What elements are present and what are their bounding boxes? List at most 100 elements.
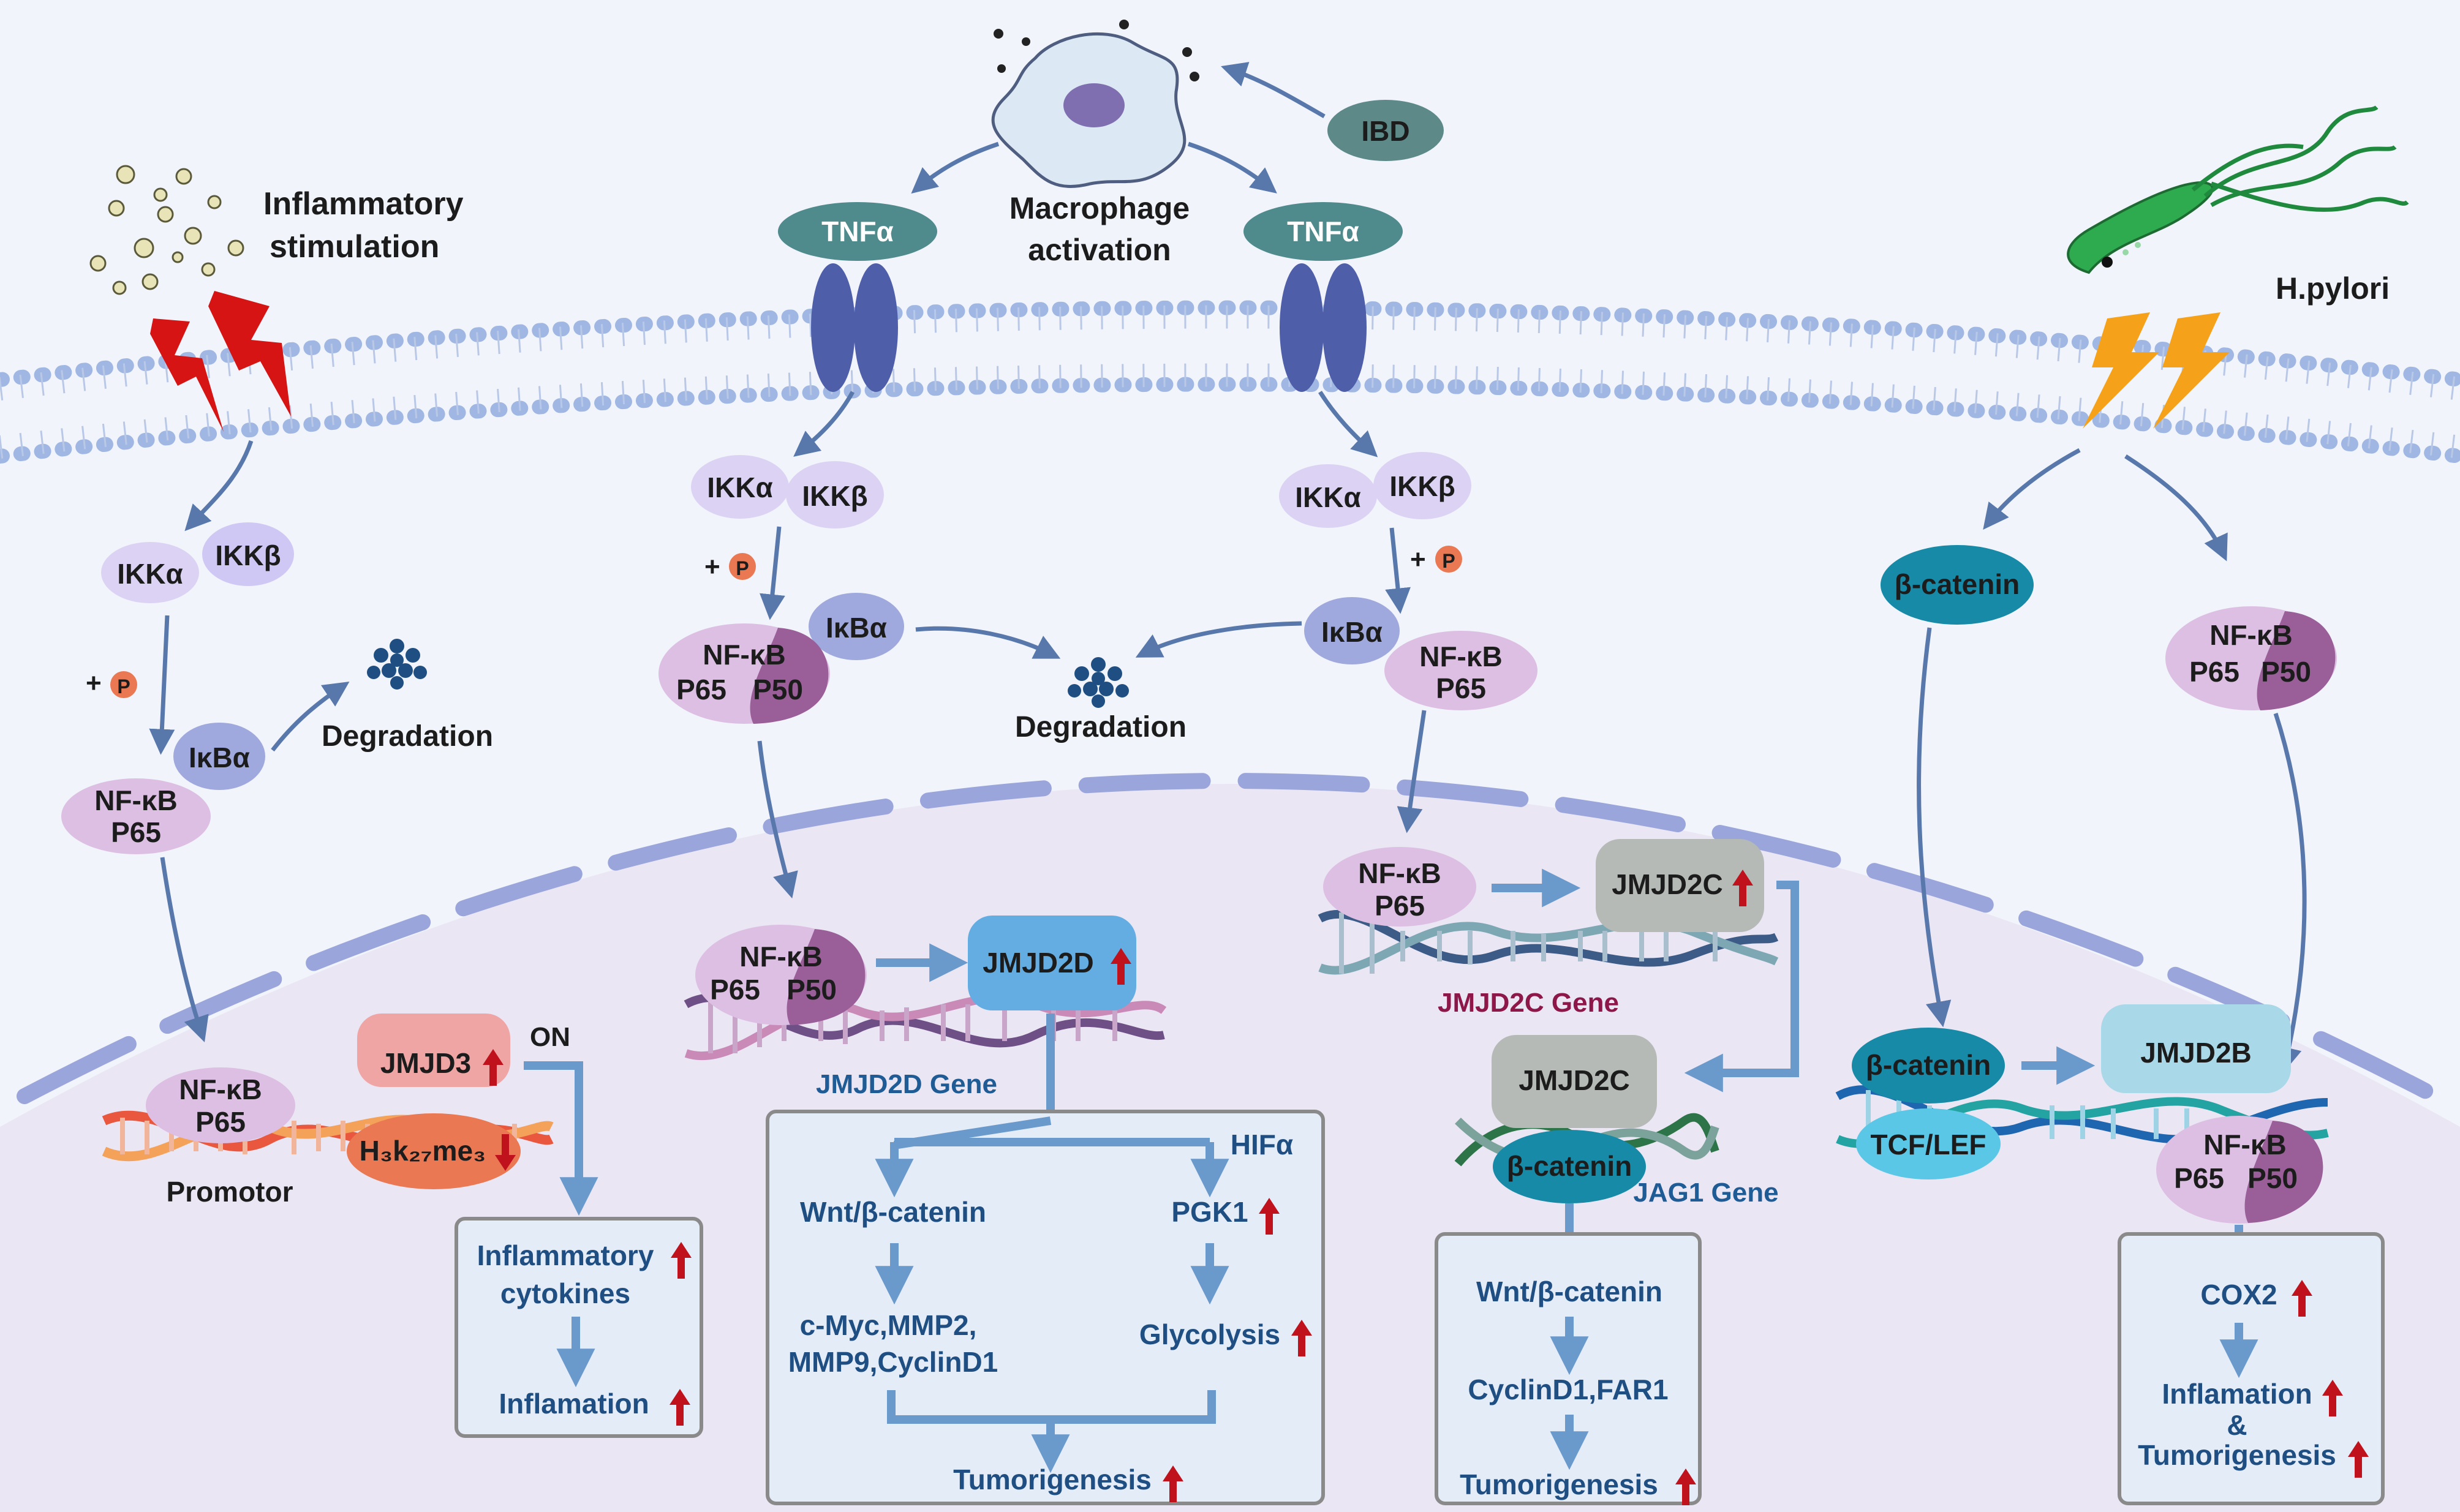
- ikkb-label-2: IKKβ: [802, 480, 867, 512]
- bcatenin-node-nucleus: [1852, 1028, 2005, 1104]
- p50-label-2: P50: [753, 674, 803, 705]
- jmjd2b-node: [2101, 1004, 2291, 1093]
- ikka-node-2: [691, 455, 789, 519]
- box3-cyclin: CyclinD1,FAR1: [1468, 1374, 1668, 1405]
- plus-1: +: [86, 668, 102, 698]
- jmjd2b-label: JMJD2B: [2140, 1037, 2252, 1069]
- phospho-label-1: P: [117, 675, 130, 698]
- jmjd3-node: [357, 1014, 510, 1087]
- nuclear-envelope: [17, 773, 2443, 1104]
- jmjd2d-gene-label: JMJD2D Gene: [816, 1069, 997, 1099]
- particles-icon: [89, 165, 244, 295]
- box2-wnt: Wnt/β-catenin: [800, 1196, 986, 1228]
- tnf-receptor-right: [1243, 202, 1403, 392]
- box3-tumor: Tumorigenesis: [1460, 1469, 1658, 1500]
- p65-label-4: P65: [2189, 656, 2239, 688]
- nfkb-node-1: [61, 778, 211, 854]
- p65-label-dna: P65: [710, 974, 760, 1006]
- p50-label-dna: P50: [787, 974, 837, 1006]
- lightning-red-icon: [150, 291, 291, 432]
- box4-amp: &: [2227, 1409, 2247, 1441]
- ibd-label: IBD: [1361, 115, 1409, 147]
- dna-jmjd2c: [1318, 909, 1779, 975]
- nfkb-label-promotor: NF-κB: [179, 1074, 262, 1105]
- jmjd2d-label: JMJD2D: [983, 947, 1094, 979]
- ikkb-node-2: [786, 461, 884, 528]
- phospho-node-3: [1435, 546, 1462, 573]
- nfkb-label-5: NF-κB: [2203, 1129, 2287, 1160]
- p65-label-2: P65: [676, 674, 726, 705]
- plus-3: +: [1410, 544, 1426, 574]
- nfkb-heterodimer-2: [658, 623, 830, 724]
- tcf-label: TCF/LEF: [1870, 1129, 1986, 1160]
- jmjd2c-node-2: [1492, 1035, 1657, 1128]
- nfkb-heterodimer-dna: [695, 925, 867, 1025]
- macrophage-label-1: Macrophage: [1009, 191, 1190, 225]
- ikkb-label-3: IKKβ: [1389, 470, 1455, 502]
- ikka-label-1: IKKα: [117, 558, 183, 590]
- box2-pgk1: PGK1: [1171, 1196, 1248, 1228]
- phospho-node-2: [729, 553, 756, 580]
- ikba-label-2: IκBα: [826, 612, 887, 644]
- tnf-label-right: TNFα: [1287, 216, 1359, 247]
- degradation-icon-2: [1068, 657, 1129, 708]
- p65-label-5: P65: [2174, 1162, 2224, 1194]
- box2-glycolysis: Glycolysis: [1139, 1318, 1280, 1350]
- h3k27-node: [347, 1113, 521, 1189]
- plus-2: +: [704, 552, 720, 582]
- p65-label-3: P65: [1436, 672, 1486, 704]
- box4-inflammation: Inflamation: [2162, 1378, 2312, 1410]
- hpylori-icon: [2067, 105, 2409, 274]
- box1-cytokines-1: Inflammatory: [477, 1239, 654, 1271]
- ikba-node-1: [173, 723, 265, 790]
- inflammatory-label-1: Inflammatory: [263, 186, 464, 222]
- p65-label-1: P65: [111, 816, 161, 848]
- tcf-node: [1856, 1108, 2001, 1179]
- nfkb-node-3: [1384, 631, 1538, 710]
- box2-hif: HIFα: [1231, 1129, 1293, 1160]
- nfkb-label-jmjd2c: NF-κB: [1358, 857, 1441, 889]
- ikka-label-2: IKKα: [707, 472, 773, 503]
- box1-cytokines-2: cytokines: [500, 1277, 630, 1309]
- nfkb-node-promotor: [146, 1067, 295, 1143]
- cell-membrane: [0, 300, 2460, 464]
- degradation-label-2: Degradation: [1015, 711, 1187, 743]
- jmjd2c-node: [1596, 839, 1764, 932]
- ikba-label-1: IκBα: [189, 742, 250, 773]
- promotor-label: Promotor: [167, 1176, 293, 1208]
- jmjd2c-gene-label: JMJD2C Gene: [1438, 988, 1619, 1018]
- nfkb-heterodimer-5: [2156, 1116, 2323, 1224]
- phospho-label-2: P: [736, 557, 749, 579]
- nfkb-node-jmjd2c: [1323, 847, 1476, 927]
- ikba-node-3: [1304, 597, 1400, 664]
- box4-tumor: Tumorigenesis: [2138, 1439, 2336, 1471]
- p65-label-promotor: P65: [195, 1106, 246, 1138]
- ikba-node-2: [809, 593, 904, 660]
- nfkb-label-3: NF-κB: [1419, 641, 1503, 672]
- nfkb-label-2: NF-κB: [703, 639, 786, 671]
- ikba-label-3: IκBα: [1321, 616, 1383, 648]
- jag1-gene-label: JAG1 Gene: [1633, 1178, 1778, 1208]
- box4-cox2: COX2: [2200, 1279, 2277, 1311]
- box3-wnt: Wnt/β-catenin: [1476, 1276, 1662, 1307]
- lightning-orange-icon: [2083, 312, 2230, 429]
- macrophage-icon: [991, 20, 1199, 188]
- jmjd2c-label: JMJD2C: [1612, 868, 1723, 900]
- box1-inflammation: Inflamation: [499, 1388, 649, 1420]
- bcatenin-label-cyto: β-catenin: [1895, 568, 2020, 600]
- macrophage-label-2: activation: [1028, 233, 1171, 267]
- bcatenin-label-jag1: β-catenin: [1507, 1150, 1632, 1182]
- tnf-receptor-left: [778, 202, 937, 392]
- tnf-label-left: TNFα: [821, 216, 894, 247]
- outcome-box-2: [766, 1110, 1325, 1505]
- ikkb-label-1: IKKβ: [215, 540, 281, 571]
- ikkb-node-1: [202, 522, 294, 586]
- phospho-node-1: [110, 671, 137, 698]
- ikka-node-1: [101, 542, 199, 603]
- p50-label-5: P50: [2247, 1162, 2298, 1194]
- jmjd2d-node: [968, 916, 1136, 1010]
- outcome-box-3: [1435, 1232, 1702, 1505]
- p65-label-jmjd2c: P65: [1375, 890, 1425, 922]
- nfkb-label-1: NF-κB: [94, 784, 178, 816]
